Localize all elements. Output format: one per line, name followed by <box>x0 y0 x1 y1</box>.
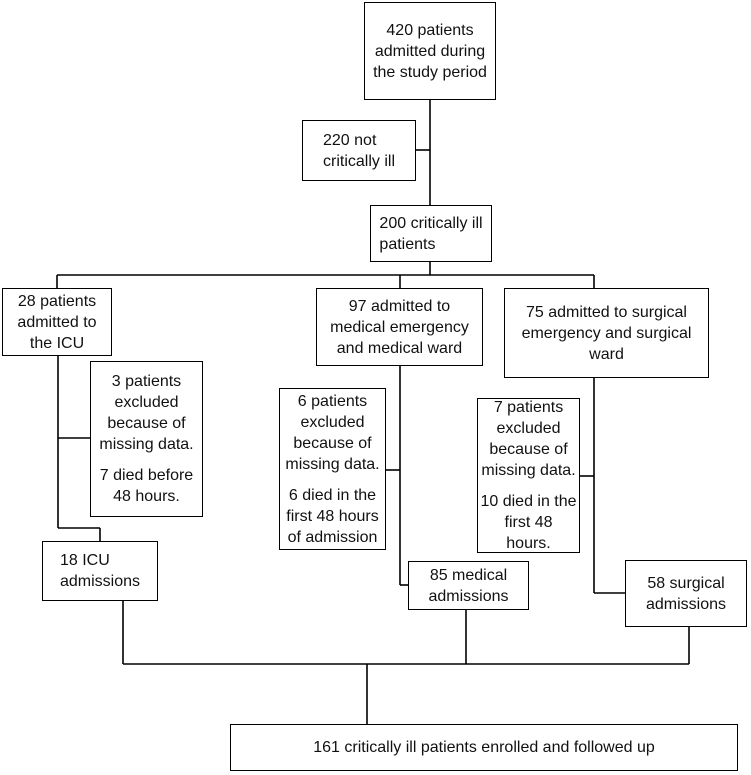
surg-adm-line-1: 58 surgical <box>647 574 725 592</box>
surgical-line-3: ward <box>589 345 624 363</box>
med-excl-line-4: missing data. <box>285 455 380 473</box>
admitted-box: 420 patients admitted during the study p… <box>364 2 496 100</box>
icu-box: 28 patients admitted to the ICU <box>2 288 112 356</box>
medical-admissions-box: 85 medical admissions <box>408 561 529 610</box>
admitted-line-2: admitted during <box>374 42 486 60</box>
med-excl-line-3: because of <box>293 434 372 452</box>
surg-excl-line-4: missing data. <box>481 462 576 479</box>
surgical-box: 75 admitted to surgical emergency and su… <box>504 288 709 378</box>
medical-exclusion-box: 6 patients excluded because of missing d… <box>279 388 386 550</box>
med-excl-line-2: excluded <box>300 413 365 431</box>
icu-exclusion-box: 3 patients excluded because of missing d… <box>90 361 203 517</box>
admitted-line-1: 420 patients <box>386 21 474 39</box>
critically-ill-line-2: patients <box>379 235 436 253</box>
surg-excl-line-2: excluded <box>496 420 561 437</box>
icu-excl-line-3: because of <box>107 415 186 432</box>
not-critically-ill-box: 220 not critically ill <box>302 120 416 181</box>
surg-died-line-2: first 48 <box>504 514 553 531</box>
icu-admissions-box: 18 ICU admissions <box>42 541 158 601</box>
not-critical-line-1: 220 not <box>323 131 377 149</box>
surg-adm-line-2: admissions <box>645 595 727 613</box>
surgical-admissions-box: 58 surgical admissions <box>625 560 747 627</box>
critically-ill-line-1: 200 critically ill <box>379 214 483 232</box>
med-died-line-2: first 48 hours <box>286 507 379 525</box>
icu-adm-line-1: 18 ICU <box>59 552 110 569</box>
icu-died-line-2: 48 hours. <box>113 488 180 505</box>
surgical-exclusion-box: 7 patients excluded because of missing d… <box>477 398 580 553</box>
med-adm-line-2: admissions <box>428 587 509 605</box>
surg-excl-line-3: because of <box>489 441 568 458</box>
med-died-line-1: 6 died in the <box>288 486 377 504</box>
surgical-line-1: 75 admitted to surgical <box>526 303 687 321</box>
enrolled-line-1: 161 critically ill patients enrolled and… <box>313 739 655 756</box>
medical-line-1: 97 admitted to <box>348 297 451 315</box>
icu-line-2: admitted to <box>17 313 97 331</box>
icu-excl-line-1: 3 patients <box>111 373 182 390</box>
icu-line-3: the ICU <box>29 334 85 352</box>
enrolled-box: 161 critically ill patients enrolled and… <box>230 724 738 771</box>
surg-died-line-1: 10 died in the <box>480 493 577 510</box>
admitted-line-3: the study period <box>373 63 487 81</box>
surg-excl-line-1: 7 patients <box>493 399 564 416</box>
icu-excl-line-2: excluded <box>114 394 179 411</box>
medical-line-2: medical emergency <box>330 318 469 336</box>
icu-line-1: 28 patients <box>17 292 97 310</box>
med-adm-line-1: 85 medical <box>429 566 508 584</box>
medical-line-3: and medical ward <box>336 339 463 357</box>
surg-died-line-3: hours. <box>506 535 551 552</box>
surgical-line-2: emergency and surgical <box>521 324 692 342</box>
med-died-line-3: of admission <box>287 528 378 546</box>
critically-ill-box: 200 critically ill patients <box>370 205 492 262</box>
icu-died-line-1: 7 died before <box>99 467 194 484</box>
not-critical-line-2: critically ill <box>323 152 395 170</box>
medical-box: 97 admitted to medical emergency and med… <box>316 288 483 366</box>
med-excl-line-1: 6 patients <box>297 392 368 410</box>
icu-adm-line-2: admissions <box>59 573 141 590</box>
icu-excl-line-4: missing data. <box>99 436 194 453</box>
